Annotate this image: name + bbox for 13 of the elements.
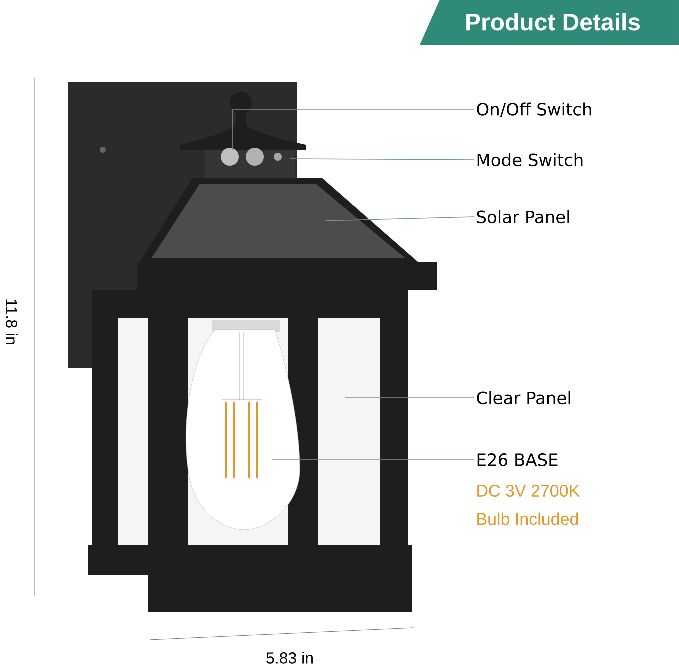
callout-label: Solar Panel bbox=[477, 210, 570, 224]
callout-label: On/Off Switch bbox=[477, 102, 592, 118]
leader-line bbox=[232, 110, 474, 150]
callout-label: E26 BASE bbox=[478, 454, 558, 466]
spec-text: DC 3V 2700K bbox=[478, 484, 580, 498]
dimension-label: 11.8 in bbox=[6, 300, 18, 344]
title-banner: Product Details bbox=[420, 0, 679, 45]
leader-line bbox=[290, 158, 474, 160]
dimension-label: 5.83 in bbox=[266, 652, 313, 664]
leader-line bbox=[324, 216, 474, 222]
callout-label: Clear Panel bbox=[477, 391, 570, 405]
callout-label: Mode Switch bbox=[478, 153, 583, 167]
spec-text: Bulb Included bbox=[478, 512, 578, 526]
